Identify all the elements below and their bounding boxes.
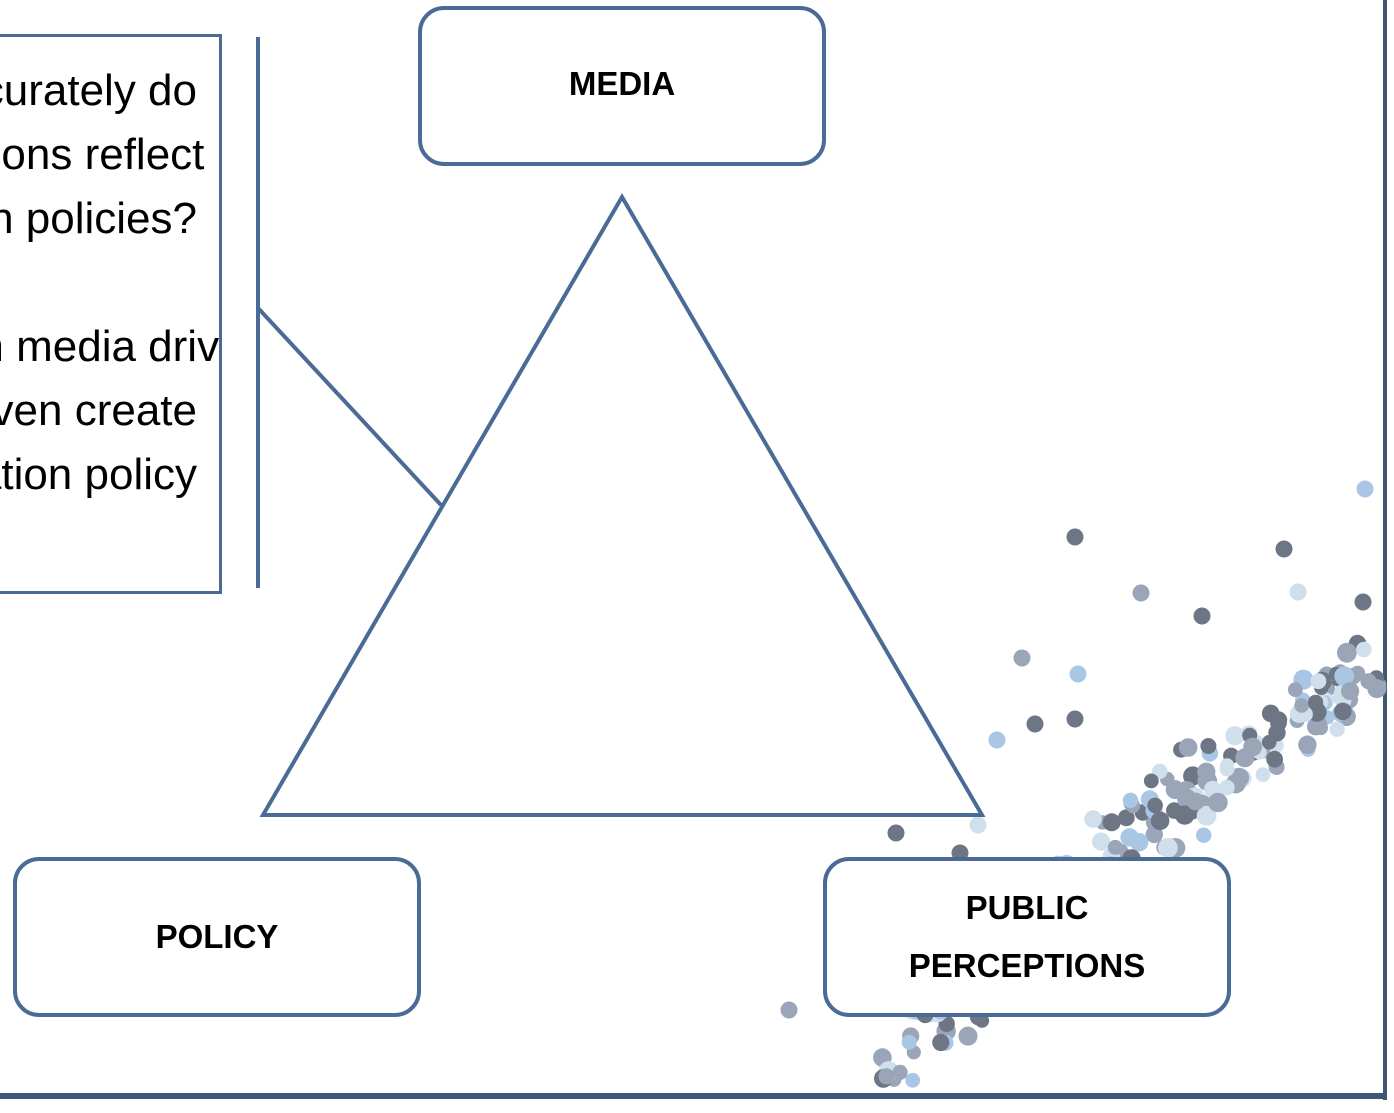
node-policy: POLICY <box>13 857 421 1017</box>
decorative-dot <box>1266 750 1283 768</box>
decorative-dot <box>1341 682 1360 701</box>
question-line: To what extent accurately do <box>0 66 197 115</box>
decorative-dot <box>1147 797 1163 814</box>
decorative-dot <box>780 1001 798 1019</box>
decorative-dot <box>958 1026 978 1046</box>
decorative-dot <box>1122 792 1139 808</box>
decorative-dot <box>1069 665 1087 683</box>
decorative-dot <box>1269 711 1288 729</box>
decorative-dot <box>1255 767 1271 782</box>
decorative-dot <box>1158 838 1178 858</box>
decorative-dot <box>887 824 905 842</box>
decorative-dot <box>1298 735 1317 754</box>
decorative-dot <box>1294 698 1309 713</box>
relationship-triangle <box>259 193 986 817</box>
decorative-dot <box>1329 721 1345 737</box>
decorative-dot <box>1337 642 1357 663</box>
decorative-dot <box>1197 762 1216 781</box>
node-public-label-line1: PUBLIC <box>965 889 1089 926</box>
decorative-dot <box>988 731 1006 749</box>
decorative-dot <box>1178 738 1198 757</box>
decorative-dot <box>1026 715 1044 733</box>
question-line: immigration policy <box>0 450 197 499</box>
decorative-dot <box>1360 673 1377 690</box>
decorative-dot <box>1334 666 1355 686</box>
decorative-dot <box>901 1034 917 1050</box>
decorative-dot <box>1092 832 1111 851</box>
decorative-dot <box>1117 809 1135 827</box>
decorative-dot <box>1334 702 1352 721</box>
decorative-dot <box>1208 792 1228 813</box>
node-media-label: MEDIA <box>568 65 676 102</box>
decorative-dot <box>1132 584 1150 602</box>
decorative-dot <box>1186 792 1205 811</box>
decorative-dot <box>1193 607 1211 625</box>
decorative-dot <box>1219 779 1235 796</box>
decorative-dot <box>1261 734 1277 750</box>
node-public-perceptions: PUBLIC PERCEPTIONS <box>823 857 1231 1017</box>
question-spacer <box>0 251 197 315</box>
decorative-dot <box>1356 480 1374 498</box>
decorative-dot <box>932 1033 950 1052</box>
decorative-dot <box>1102 813 1121 832</box>
decorative-dot <box>878 1068 895 1085</box>
decorative-dot <box>1150 811 1170 831</box>
decorative-dot <box>1196 827 1212 843</box>
node-public-label-line2: PERCEPTIONS <box>908 947 1146 984</box>
node-policy-label: POLICY <box>155 918 279 955</box>
decorative-dot <box>1066 710 1084 728</box>
question-line: shape or even create <box>0 386 197 435</box>
research-questions-box: To what extent accurately do media repre… <box>0 34 222 594</box>
decorative-dot <box>1066 528 1084 546</box>
decorative-dot <box>1287 682 1303 698</box>
question-line: immigration policies? <box>0 194 197 243</box>
decorative-dot <box>1120 828 1139 847</box>
decorative-dot <box>1145 825 1164 844</box>
decorative-dot <box>1220 758 1235 773</box>
decorative-dot <box>1308 694 1324 710</box>
decorative-dot <box>905 1072 921 1088</box>
decorative-dot <box>1243 737 1262 757</box>
decorative-dot <box>1200 738 1217 754</box>
decorative-dot <box>1084 810 1102 828</box>
connector-line <box>256 306 443 507</box>
frame-right-border <box>1383 0 1387 1100</box>
decorative-dot <box>1143 773 1159 789</box>
decorative-dot <box>1275 540 1293 558</box>
decorative-dot <box>1107 839 1123 855</box>
decorative-dot <box>1013 649 1031 667</box>
question-line: media representations reflect <box>0 130 205 179</box>
decorative-dot <box>1225 726 1245 746</box>
node-media: MEDIA <box>418 6 826 166</box>
frame-bottom-border <box>0 1093 1387 1099</box>
decorative-dot <box>969 816 987 834</box>
decorative-dot <box>1289 583 1307 601</box>
research-questions-text: To what extent accurately do media repre… <box>0 59 220 507</box>
decorative-dot <box>1356 641 1372 658</box>
decorative-dot <box>892 1064 908 1080</box>
decorative-dot <box>1354 593 1372 611</box>
decorative-dot <box>1310 673 1327 690</box>
decorative-dot <box>1196 805 1217 826</box>
